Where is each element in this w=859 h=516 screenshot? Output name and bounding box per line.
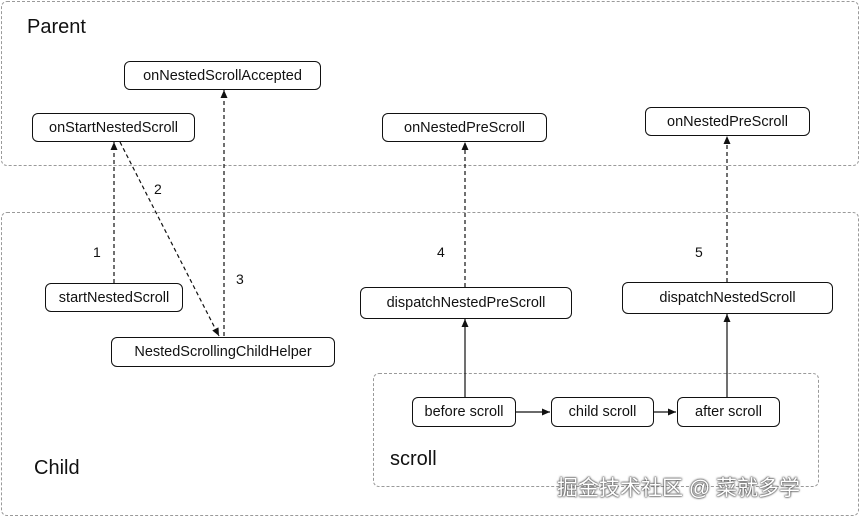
- step-1-label: 1: [93, 244, 101, 260]
- node-on-nested-pre-scroll-1: onNestedPreScroll: [382, 113, 547, 142]
- node-after-scroll: after scroll: [677, 397, 780, 427]
- edge-2: [119, 141, 220, 337]
- parent-label: Parent: [27, 16, 86, 38]
- node-dispatch-nested-scroll: dispatchNestedScroll: [622, 282, 833, 314]
- watermark: 掘金技术社区 @ 菜就多学: [557, 477, 800, 500]
- scroll-region: [373, 373, 819, 487]
- step-5-label: 5: [695, 244, 703, 260]
- node-on-start-nested-scroll: onStartNestedScroll: [32, 113, 195, 142]
- node-on-nested-pre-scroll-2: onNestedPreScroll: [645, 107, 810, 136]
- step-2-label: 2: [154, 181, 162, 197]
- node-on-nested-scroll-accepted: onNestedScrollAccepted: [124, 61, 321, 90]
- node-child-scroll: child scroll: [551, 397, 654, 427]
- node-before-scroll: before scroll: [412, 397, 516, 427]
- scroll-label: scroll: [390, 448, 437, 470]
- node-nested-scrolling-child-helper: NestedScrollingChildHelper: [111, 337, 335, 367]
- step-4-label: 4: [437, 244, 445, 260]
- child-label: Child: [34, 457, 80, 479]
- node-start-nested-scroll: startNestedScroll: [45, 283, 183, 312]
- node-dispatch-nested-pre-scroll: dispatchNestedPreScroll: [360, 287, 572, 319]
- step-3-label: 3: [236, 271, 244, 287]
